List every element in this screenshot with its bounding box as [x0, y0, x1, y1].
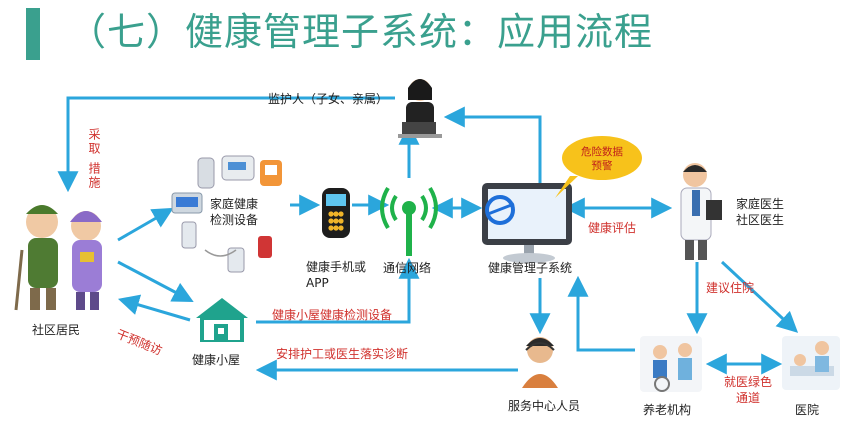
node-system: 健康管理子系统 — [488, 261, 573, 275]
network-antenna-icon — [380, 186, 438, 256]
edge-suggest: 建议住院 — [706, 281, 755, 295]
arrow-guardian-residents — [57, 96, 395, 193]
node-service: 服务中心人员 — [508, 399, 581, 413]
node-hut: 健康小屋 — [192, 353, 241, 367]
arrow-residents-hut — [117, 260, 194, 302]
system-monitor-icon — [482, 183, 572, 263]
edge-alert: 危险数据 预警 — [581, 146, 623, 172]
arrow-residents-devices — [117, 207, 174, 242]
arrow-system-guardian — [443, 106, 542, 185]
node-guardian: 监护人（子女、亲属） — [268, 92, 389, 106]
guardian-icon — [398, 79, 442, 138]
edge-collect: 采取 措施 — [87, 128, 101, 190]
hospital-icon — [782, 336, 840, 390]
edge-green: 就医绿色 通道 — [724, 375, 773, 405]
arrows — [57, 96, 799, 381]
elderly-residents-icon — [14, 205, 102, 311]
title-accent-bar — [26, 8, 40, 60]
edge-hut-devices: 健康小屋健康检测设备 — [272, 308, 393, 322]
arrow-hut-network — [256, 257, 420, 324]
node-doctor: 家庭医生 社区医生 — [736, 197, 785, 227]
node-residents: 社区居民 — [32, 323, 81, 337]
node-network: 通信网络 — [383, 261, 432, 275]
nursing-home-icon — [640, 336, 702, 392]
arrow-hut-residents — [117, 294, 191, 322]
doctor-icon — [680, 163, 722, 260]
node-phone: 健康手机或 APP — [306, 260, 367, 290]
alert-bubble — [555, 136, 642, 198]
page-title: （七）健康管理子系统：应用流程 — [68, 10, 654, 54]
node-devices: 家庭健康 检测设备 — [210, 197, 259, 227]
arrow-nursing-system — [567, 275, 635, 352]
edge-assess: 健康评估 — [588, 221, 637, 235]
edge-arrange: 安排护工或医生落实诊断 — [276, 347, 409, 361]
health-hut-icon — [196, 298, 248, 342]
service-agent-icon — [522, 337, 558, 388]
health-devices-icon — [171, 155, 282, 273]
health-phone-icon — [322, 188, 350, 238]
arrow-doctor-hospital — [720, 260, 799, 333]
node-nursing: 养老机构 — [643, 403, 692, 417]
node-hospital: 医院 — [795, 403, 820, 417]
